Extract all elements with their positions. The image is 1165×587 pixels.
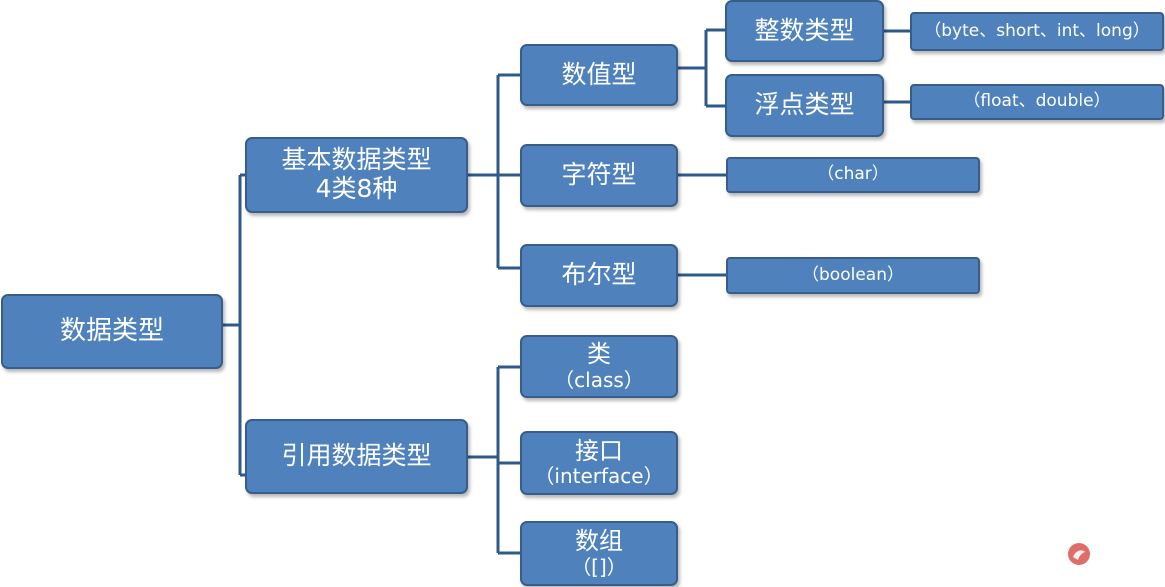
primitive-sublabel: 4类8种	[315, 174, 398, 203]
interface-sublabel: （interface）	[534, 464, 664, 489]
char-types-label: （char）	[817, 164, 889, 185]
char-type-node: 字符型	[520, 144, 678, 207]
reference-types-node: 引用数据类型	[245, 419, 468, 494]
numeric-label: 数值型	[561, 59, 637, 89]
interface-label: 接口	[575, 436, 623, 465]
integer-type-node: 整数类型	[725, 0, 884, 62]
connector-root	[222, 173, 246, 477]
integer-label: 整数类型	[754, 15, 855, 45]
integer-types-label: （byte、short、int、long）	[924, 20, 1150, 41]
primitive-label: 基本数据类型	[281, 145, 432, 175]
primitive-types-node: 基本数据类型 4类8种	[245, 137, 468, 213]
boolean-types-label: （boolean）	[802, 264, 904, 285]
connector-primitive	[468, 73, 521, 270]
connector-numeric	[678, 28, 726, 108]
class-type-node: 类 （class）	[520, 335, 678, 398]
char-label: 字符型	[561, 160, 637, 190]
numeric-type-node: 数值型	[520, 44, 678, 106]
interface-type-node: 接口 （interface）	[520, 431, 678, 495]
boolean-type-node: 布尔型	[520, 244, 678, 307]
float-types-label: （float、double）	[963, 91, 1111, 112]
float-label: 浮点类型	[754, 90, 855, 120]
integer-types-leaf: （byte、short、int、long）	[910, 12, 1164, 51]
class-label: 类	[587, 340, 611, 369]
watermark-logo-icon	[1068, 543, 1090, 565]
class-sublabel: （class）	[554, 367, 644, 392]
root-label: 数据类型	[59, 315, 164, 346]
root-node: 数据类型	[1, 294, 223, 369]
float-types-leaf: （float、double）	[910, 84, 1164, 120]
boolean-types-leaf: （boolean）	[726, 257, 980, 294]
reference-label: 引用数据类型	[281, 441, 432, 471]
connector-reference	[468, 365, 521, 555]
array-label: 数组	[575, 527, 623, 556]
char-types-leaf: （char）	[726, 157, 980, 193]
array-sublabel: （[]）	[571, 554, 627, 579]
array-type-node: 数组 （[]）	[520, 521, 678, 586]
float-type-node: 浮点类型	[725, 74, 884, 137]
boolean-label: 布尔型	[561, 260, 637, 290]
